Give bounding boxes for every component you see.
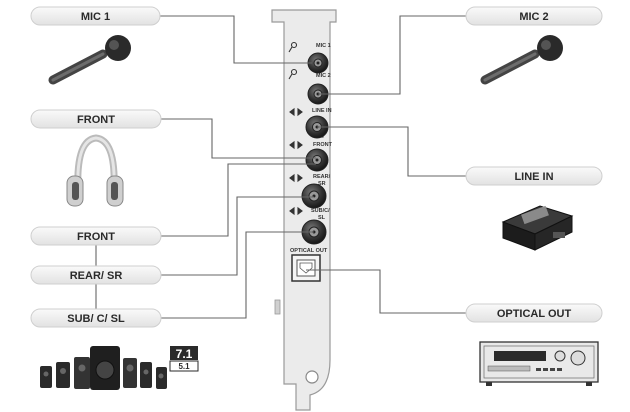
line-front-top [161,118,316,159]
jack-front [305,148,329,172]
card-label-sl: SL [318,215,326,221]
pill-label-rear-sr: REAR/ SR [70,270,123,282]
pill-label-sub: SUB/ C/ SL [67,313,125,325]
line-front-bottom [161,163,316,237]
connection-lines [95,15,466,319]
pill-rear-sr: REAR/ SR [30,265,162,285]
audio-arrows-icon [289,140,303,150]
line-sub [161,231,314,319]
audio-arrows-icon [289,206,303,216]
label-pills: MIC 1 MIC 2 FRONT LINE IN FRONT REAR/ SR… [30,6,603,328]
card-label-mic1: MIC 1 [316,43,331,49]
card-label-sub: SUB/C/ [311,208,330,214]
pill-label-optical-out: OPTICAL OUT [497,308,572,320]
line-mic2 [318,15,466,95]
line-in-device-icon [501,205,574,251]
optical-port [291,254,321,282]
badge-sub: 5.1 [178,362,190,371]
microphone-icon [480,35,563,85]
mic-symbol-icon [288,68,298,80]
jack-symbols [288,41,324,216]
badge-main: 7.1 [176,347,193,361]
pill-label-mic1: MIC 1 [81,11,110,23]
jack-mic1 [307,52,329,74]
card-label-front: FRONT [313,142,333,148]
line-rear-sr [161,196,314,276]
pill-label-front-bottom: FRONT [77,231,115,243]
pill-label-line-in: LINE IN [514,171,553,183]
pill-front-top: FRONT [30,109,162,129]
card-label-line-in: LINE IN [312,108,332,114]
card-label-mic2: MIC 2 [316,73,331,79]
audio-arrows-icon [289,173,303,183]
speaker-system-icon [40,346,167,390]
screw-hole [305,370,319,384]
line-optical [306,269,466,314]
mic-symbol-icon [288,41,298,53]
pill-label-front-top: FRONT [77,114,115,126]
pill-mic1: MIC 1 [30,6,161,26]
pill-label-mic2: MIC 2 [519,11,548,23]
av-receiver-icon [479,341,599,386]
pill-front-bottom: FRONT [30,226,162,246]
pill-line-in: LINE IN [465,166,603,186]
pill-sub: SUB/ C/ SL [30,308,162,328]
card-label-sr: SR [318,181,326,187]
sound-card-bracket [271,9,337,411]
card-label-optical: OPTICAL OUT [290,248,328,254]
jack-rear [301,183,327,209]
headphones-icon [66,134,124,207]
line-line-in [317,126,466,177]
pill-mic2: MIC 2 [465,6,603,26]
card-label-rear: REAR/ [313,174,331,180]
microphone-icon [48,35,131,85]
audio-arrows-icon [289,107,303,117]
surround-badge: 7.1 5.1 [169,346,199,372]
line-mic1 [160,15,312,64]
pill-optical-out: OPTICAL OUT [465,303,603,323]
